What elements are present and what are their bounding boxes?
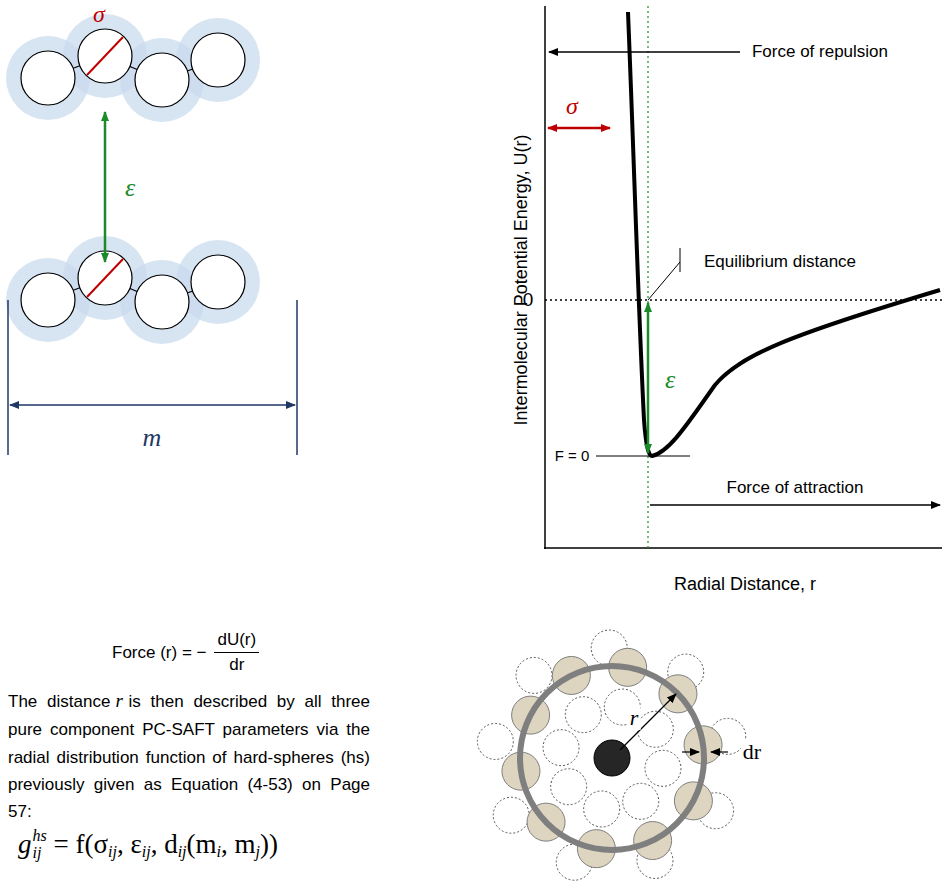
chain <box>6 14 260 122</box>
equation-text: , m <box>221 829 256 860</box>
numerator: dU(r) <box>214 630 259 653</box>
subscript: j <box>255 843 259 861</box>
paragraph-text: is then described by all three pure comp… <box>8 692 370 821</box>
outer-molecule <box>493 797 529 833</box>
m-label: m <box>143 424 162 453</box>
outer-molecule <box>477 723 513 759</box>
diameter-line <box>87 259 123 297</box>
epsilon-arrow <box>104 112 107 262</box>
force-equation: Force (r) = − dU(r)dr <box>112 630 259 675</box>
subscript: i <box>217 843 221 861</box>
equation-text: (m <box>187 829 217 860</box>
subscript: ij <box>142 843 151 861</box>
equation-text: = f(σ <box>47 829 108 860</box>
potential-plot <box>544 6 942 549</box>
inner-molecule <box>565 697 601 733</box>
inner-molecule <box>584 791 620 827</box>
segment <box>21 273 75 327</box>
subscript: ij <box>108 843 117 861</box>
paragraph-text: The distance <box>8 692 110 711</box>
epsilon-label: ε <box>665 366 675 395</box>
segment <box>135 275 189 329</box>
axis-title: Intermolecular Potential Energy, U(r) <box>512 135 532 426</box>
fraction: dU(r)dr <box>214 630 259 675</box>
radius-label: r <box>628 706 641 730</box>
inner-molecule <box>645 750 681 786</box>
paragraph: The distance ris then described by all th… <box>8 686 370 825</box>
segment <box>135 53 189 107</box>
subscript: ij <box>33 845 47 862</box>
m-bracket <box>8 300 297 455</box>
sigma-label: σ <box>93 1 105 27</box>
molecule-chains <box>6 14 260 344</box>
dr-label: dr <box>741 740 763 764</box>
inner-molecule <box>551 769 587 805</box>
equation-text: Force (r) = − <box>112 643 206 663</box>
equation-text: , ε <box>117 829 142 860</box>
radius-arrow <box>620 694 676 750</box>
annotation: Force of attraction <box>726 479 863 498</box>
segment-halo <box>176 18 260 102</box>
superscript: hs <box>33 828 47 845</box>
segment <box>191 33 245 87</box>
shell-ring <box>520 666 704 850</box>
equation-symbol: g <box>18 829 32 860</box>
inner-molecule <box>543 730 579 766</box>
subscript: ij <box>178 843 187 861</box>
epsilon-label: ε <box>125 174 135 203</box>
annotation: Force of repulsion <box>749 43 891 62</box>
equation-text: , d <box>151 829 178 860</box>
segment-halo <box>176 240 260 324</box>
inner-molecule <box>623 783 659 819</box>
segment <box>191 255 245 309</box>
dr-arrows <box>682 751 728 752</box>
axis-title: Radial Distance, r <box>674 575 816 595</box>
equation-text: )) <box>260 829 278 860</box>
sigma-label: σ <box>566 93 578 119</box>
denominator: dr <box>229 653 244 675</box>
segment <box>78 29 132 83</box>
annotation: F = 0 <box>553 448 592 465</box>
chain <box>6 236 260 344</box>
segment <box>21 51 75 105</box>
rdf-equation: ghsij = f(σij, εij, dij(mi, mj)) <box>18 828 278 862</box>
inner-molecule <box>637 711 673 747</box>
index-stack: hsij <box>33 828 47 862</box>
diameter-line <box>87 37 123 75</box>
outer-molecule <box>516 657 552 693</box>
annotation: Equilibrium distance <box>702 253 858 272</box>
shell-diagram <box>477 630 745 880</box>
variable: r <box>115 690 122 711</box>
